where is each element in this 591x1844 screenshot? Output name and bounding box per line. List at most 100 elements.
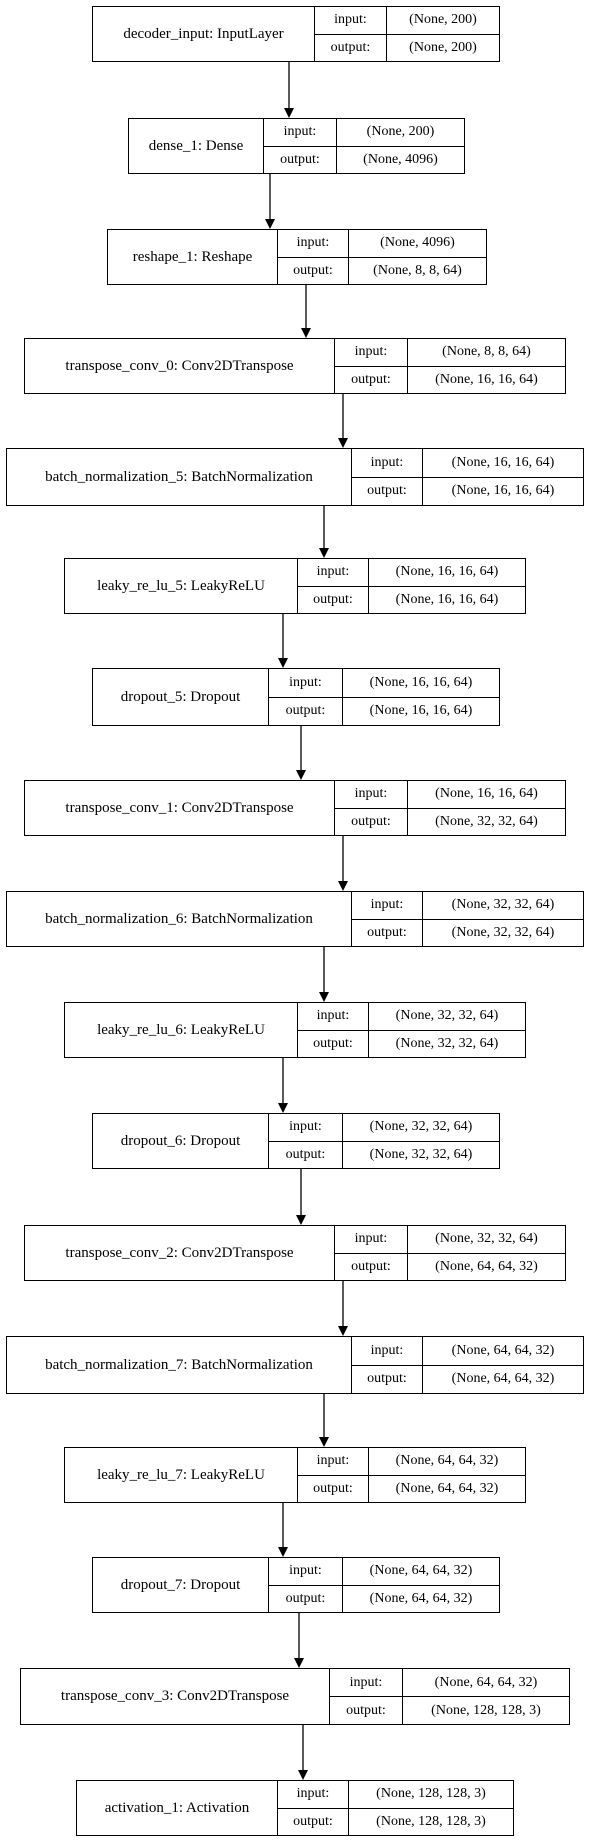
output-label: output:: [285, 1590, 326, 1606]
input-shape: (None, 64, 64, 32): [423, 1337, 583, 1366]
output-shape: (None, 8, 8, 64): [373, 262, 462, 278]
input-shape: (None, 4096): [349, 230, 486, 258]
input-label: input:: [352, 1337, 422, 1366]
output-shape: (None, 64, 64, 32): [451, 1371, 555, 1387]
input-label: input:: [298, 559, 368, 587]
layer-node: batch_normalization_7: BatchNormalizatio…: [6, 1336, 584, 1394]
output-shape: (None, 32, 32, 64): [435, 813, 538, 829]
arrow-head-icon: [265, 219, 275, 229]
io-labels: input:output:: [335, 339, 408, 393]
layer-name: batch_normalization_5: BatchNormalizatio…: [7, 449, 352, 505]
input-shape: (None, 32, 32, 64): [423, 892, 583, 920]
io-labels: input: output:: [269, 669, 343, 725]
arrow-head-icon: [284, 108, 294, 118]
io-shapes: (None, 4096) (None, 8, 8, 64): [349, 230, 486, 284]
output-shape: (None, 200): [409, 39, 477, 55]
layer-name: transpose_conv_2: Conv2DTranspose: [25, 1226, 335, 1280]
input-label: input:: [278, 1781, 348, 1809]
arrow-head-icon: [319, 1437, 329, 1447]
io-labels: input:output:: [352, 892, 423, 946]
io-labels: input:output:: [352, 1337, 423, 1393]
io-shapes: (None, 16, 16, 64) (None, 16, 16, 64): [369, 559, 525, 613]
input-label: input:: [335, 781, 407, 809]
io-labels: input:output:: [315, 7, 387, 61]
arrow-head-icon: [338, 438, 348, 448]
output-shape: (None, 16, 16, 64): [395, 591, 499, 607]
io-labels: input:output:: [269, 1114, 343, 1168]
output-shape: (None, 16, 16, 64): [451, 483, 555, 499]
output-label: output:: [351, 1258, 391, 1274]
output-shape: (None, 128, 128, 3): [431, 1702, 541, 1718]
layer-node: batch_normalization_6: BatchNormalizatio…: [6, 891, 584, 947]
output-label: output:: [346, 1702, 386, 1718]
output-label: output:: [313, 1035, 353, 1051]
input-label: input:: [352, 449, 422, 478]
io-shapes: (None, 8, 8, 64)(None, 16, 16, 64): [408, 339, 565, 393]
output-shape: (None, 64, 64, 32): [369, 1590, 473, 1606]
io-labels: input: output:: [298, 559, 369, 613]
layer-name: leaky_re_lu_6: LeakyReLU: [65, 1003, 298, 1057]
io-labels: input: output:: [298, 1003, 369, 1057]
io-labels: input: output:: [335, 1226, 408, 1280]
layer-name: transpose_conv_0: Conv2DTranspose: [25, 339, 335, 393]
io-labels: input: output:: [352, 449, 423, 505]
output-label: output:: [313, 591, 353, 607]
layer-name: leaky_re_lu_5: LeakyReLU: [65, 559, 298, 613]
layer-name: dropout_6: Dropout: [93, 1114, 269, 1168]
arrow-head-icon: [278, 1547, 288, 1557]
io-labels: input:output:: [278, 1781, 349, 1835]
output-label: output:: [367, 483, 407, 499]
arrow-head-icon: [301, 328, 311, 338]
io-shapes: (None, 16, 16, 64)(None, 16, 16, 64): [423, 449, 583, 505]
io-shapes: (None, 32, 32, 64)(None, 32, 32, 64): [369, 1003, 525, 1057]
io-labels: input: output:: [269, 1558, 343, 1612]
io-shapes: (None, 16, 16, 64)(None, 32, 32, 64): [408, 781, 565, 835]
input-shape: (None, 64, 64, 32): [403, 1669, 569, 1697]
input-label: input:: [330, 1669, 402, 1697]
input-label: input:: [298, 1003, 368, 1031]
arrow-head-icon: [278, 658, 288, 668]
output-shape: (None, 16, 16, 64): [369, 703, 473, 719]
io-shapes: (None, 128, 128, 3)(None, 128, 128, 3): [349, 1781, 513, 1835]
io-shapes: (None, 32, 32, 64)(None, 64, 64, 32): [408, 1226, 565, 1280]
input-shape: (None, 32, 32, 64): [343, 1114, 499, 1142]
input-label: input:: [335, 1226, 407, 1254]
input-label: input:: [269, 669, 342, 698]
layer-name: dropout_5: Dropout: [93, 669, 269, 725]
arrow-head-icon: [278, 1103, 288, 1113]
layer-name: batch_normalization_7: BatchNormalizatio…: [7, 1337, 352, 1393]
output-label: output:: [285, 703, 326, 719]
output-label: output:: [351, 371, 391, 387]
input-label: input:: [298, 1448, 368, 1476]
io-labels: input:output:: [264, 119, 337, 173]
arrow-head-icon: [319, 548, 329, 558]
arrow-head-icon: [319, 992, 329, 1002]
output-label: output:: [313, 1480, 353, 1496]
layer-name: decoder_input: InputLayer: [93, 7, 315, 61]
layer-node: batch_normalization_5: BatchNormalizatio…: [6, 448, 584, 506]
io-shapes: (None, 64, 64, 32) (None, 64, 64, 32): [423, 1337, 583, 1393]
input-label: input:: [269, 1558, 342, 1586]
layer-name: dropout_7: Dropout: [93, 1558, 269, 1612]
output-shape: (None, 64, 64, 32): [395, 1480, 499, 1496]
input-label: input:: [352, 892, 422, 920]
input-shape: (None, 128, 128, 3): [349, 1781, 513, 1809]
output-shape: (None, 64, 64, 32): [435, 1258, 538, 1274]
output-label: output:: [280, 151, 320, 167]
input-shape: (None, 16, 16, 64): [369, 559, 525, 587]
output-label: output:: [351, 813, 391, 829]
input-shape: (None, 64, 64, 32): [369, 1448, 525, 1476]
output-label: output:: [285, 1146, 326, 1162]
arrow-head-icon: [298, 1770, 308, 1780]
